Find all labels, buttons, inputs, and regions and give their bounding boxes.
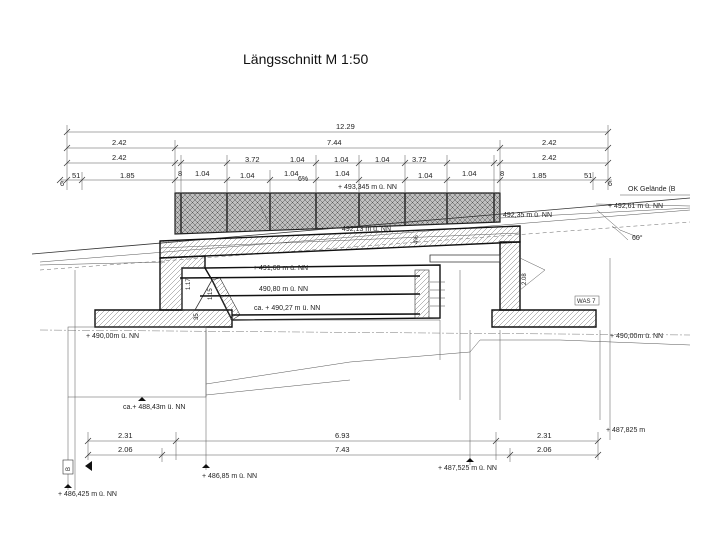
level-top: + 493,345 m ü. NN [338, 184, 397, 191]
dim-row4: 51 [584, 171, 592, 180]
left-abutment: 1.17 1.15 35 + 490,00m ü. NN ca.+ 488,43… [67, 255, 233, 411]
terrain-lines: 60° OK Gelände (B + 492,61 m ü. NN 492,3… [31, 184, 691, 271]
slope-label: 6% [298, 176, 308, 183]
ground-profile: + 487,825 m [39, 258, 691, 490]
dim-bottom: 7.43 [335, 445, 350, 454]
dim-row4: 1.04 [418, 171, 433, 180]
small-label: 2.08 [522, 273, 528, 285]
dim-row4: 1.04 [334, 155, 349, 164]
dim-seg: 8 [178, 169, 182, 178]
small-label: 1.15 [208, 288, 214, 300]
drawing-title: Längsschnitt M 1:50 [243, 51, 369, 67]
section-marker: B [66, 467, 72, 471]
dim-bottom: 2.06 [537, 445, 552, 454]
railing-panel: 6% [174, 176, 501, 235]
dim-seg: 8 [500, 169, 504, 178]
dim-row4: 1.04 [290, 155, 305, 164]
dim-row4: 6 [608, 179, 612, 188]
channel: + 491,60 m ü. NN 490,80 m ü. NN ca. + 49… [179, 235, 445, 321]
small-label: 4% [414, 235, 420, 244]
dim-row4: 6 [60, 179, 64, 188]
dim-bottom: 2.31 [118, 431, 133, 440]
bottom-level-markers: + 487,525 m ü. NN + 486,85 m ü. NN + 486… [58, 458, 497, 498]
level-mid-low: + 487,525 m ü. NN [438, 465, 497, 472]
level-deck: 492,13 m ü. NN [342, 226, 391, 233]
dim-row3-left: 2.42 [112, 153, 127, 162]
level-right-mid: 492,35 m ü. NN [503, 212, 552, 219]
dim-row4: 1.85 [532, 171, 547, 180]
dim-seg: 1.04 [195, 169, 210, 178]
angle-label: 60° [632, 234, 643, 242]
dim-row4: 51 [72, 171, 80, 180]
dim-row3-right: 2.42 [542, 153, 557, 162]
level-right-found: + 490,00m ü. NN [610, 333, 663, 340]
dim-bottom: 2.31 [537, 431, 552, 440]
dim-seg: 1.04 [335, 169, 350, 178]
dim-row4: 1.85 [120, 171, 135, 180]
dim-row2-right: 2.42 [542, 138, 557, 147]
dim-bottom: 6.93 [335, 431, 350, 440]
level-bottom: ca. + 490,27 m ü. NN [254, 305, 320, 312]
level-right-top: + 492,61 m ü. NN [608, 203, 663, 210]
bottom-dimension-chains: 2.31 6.93 2.31 2.06 7.43 2.06 [84, 431, 602, 462]
level-right-deep: + 487,825 m [606, 427, 645, 434]
dim-row4: 1.04 [375, 155, 390, 164]
dim-seg: 3.72 [245, 155, 260, 164]
level-left-deep: ca.+ 488,43m ü. NN [123, 404, 185, 411]
dim-bottom: 2.06 [118, 445, 133, 454]
level-left-low: + 486,85 m ü. NN [202, 473, 257, 480]
level-far-left: + 486,425 m ü. NN [58, 491, 117, 498]
level-water: 490,80 m ü. NN [259, 286, 308, 293]
dim-row2-mid: 7.44 [327, 138, 342, 147]
level-under-deck: + 491,60 m ü. NN [253, 265, 308, 272]
gelaende-label: OK Gelände (B [628, 186, 676, 193]
right-abutment: 2.08 WAS 7 + 490,00m ü. NN [429, 241, 663, 340]
dim-row2-left: 2.42 [112, 138, 127, 147]
dim-seg: 1.04 [284, 169, 299, 178]
dim-total: 12.29 [336, 122, 355, 131]
dim-row4: 1.04 [240, 171, 255, 180]
dim-seg: 1.04 [462, 169, 477, 178]
dim-seg: 3.72 [412, 155, 427, 164]
was-label: WAS 7 [577, 299, 596, 305]
level-left-found: + 490,00m ü. NN [86, 333, 139, 340]
small-label: 1.17 [186, 278, 192, 290]
small-label: 35 [194, 313, 200, 320]
top-dimension-chains: 12.29 2.42 7.44 2.42 2.42 2.42 8 1.04 3.… [56, 122, 612, 192]
